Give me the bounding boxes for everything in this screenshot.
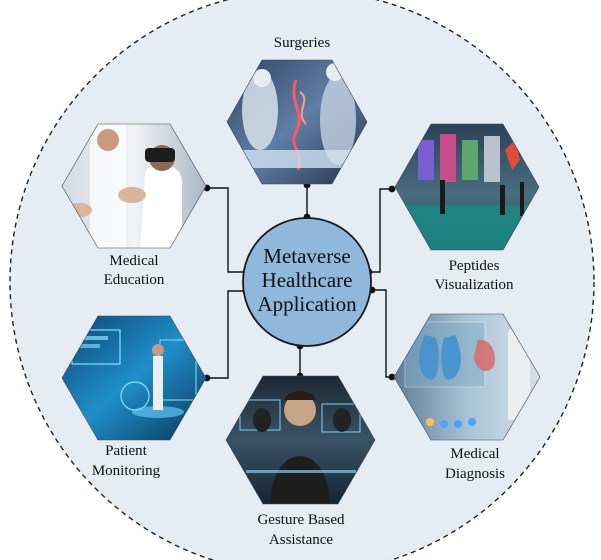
center-title-line1: Metaverse [263, 244, 350, 268]
medical-education-node [61, 123, 207, 249]
medical-diagnosis-node [393, 313, 541, 441]
patient-monitoring-node [61, 315, 207, 441]
patient-monitoring-label-line1: Patient [105, 443, 147, 459]
gesture-label-line1: Gesture Based [257, 512, 345, 528]
peptides-label-line1: Peptides [449, 258, 500, 274]
connector-patient-monitoring [207, 290, 246, 379]
gesture-based-assistance-node [225, 375, 376, 505]
connectors [207, 185, 392, 379]
surgeries-node [226, 59, 368, 185]
medical-education-label-line1: Medical [109, 253, 158, 269]
peptides-label-line2: Visualization [434, 277, 514, 293]
center-title-line3: Application [257, 292, 357, 316]
peptides-visualization-node [394, 123, 540, 251]
center-title-line2: Healthcare [262, 268, 353, 292]
medical-diagnosis-label-line1: Medical [450, 446, 499, 462]
medical-education-label-line2: Education [104, 272, 165, 288]
patient-monitoring-label-line2: Monitoring [92, 463, 161, 479]
gesture-label-line2: Assistance [269, 532, 333, 548]
surgeries-label: Surgeries [274, 35, 331, 51]
connector-peptides [369, 188, 392, 273]
center-node: Metaverse Healthcare Application [242, 217, 372, 347]
connector-medical-education [207, 187, 246, 273]
center-circle [242, 217, 372, 347]
medical-diagnosis-label-line2: Diagnosis [445, 466, 505, 482]
